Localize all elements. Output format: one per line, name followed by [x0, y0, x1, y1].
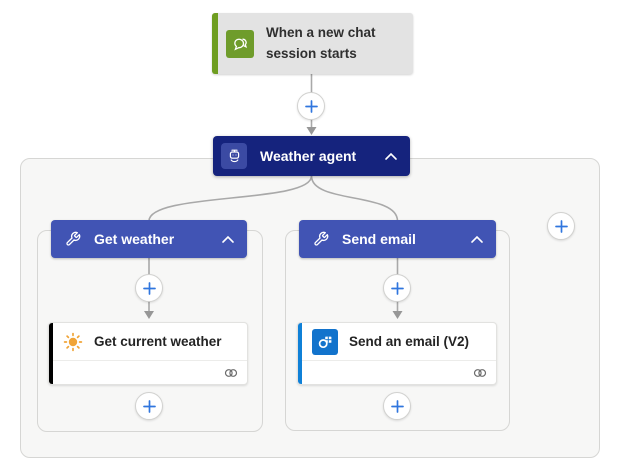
sun-icon [63, 332, 83, 352]
add-icon [390, 281, 404, 295]
add-icon [390, 399, 404, 413]
outlook-icon [312, 328, 338, 355]
action-title: Get current weather [94, 334, 222, 349]
chevron-up-icon[interactable] [384, 152, 398, 161]
add-icon [304, 99, 318, 113]
tool-node-send-email[interactable]: Send email [299, 220, 496, 258]
insert-step-button-get-weather[interactable] [135, 274, 163, 302]
add-icon [554, 219, 568, 233]
card-title-row: Send an email (V2) [298, 323, 496, 360]
trigger-title: When a new chat session starts [266, 24, 376, 61]
wrench-icon [65, 231, 81, 247]
add-tool-button[interactable] [547, 212, 575, 240]
card-footer [49, 360, 247, 384]
card-accent-bar [49, 323, 53, 384]
action-card-send-an-email-v2[interactable]: Send an email (V2) [297, 322, 497, 385]
card-accent-bar [298, 323, 302, 384]
add-action-button-send-email[interactable] [383, 392, 411, 420]
add-action-button-get-weather[interactable] [135, 392, 163, 420]
agent-node[interactable]: Weather agent [213, 136, 410, 176]
chevron-up-icon[interactable] [221, 235, 235, 244]
trigger-node[interactable]: When a new chat session starts [212, 13, 413, 74]
bot-icon [221, 143, 247, 169]
insert-step-button-send-email[interactable] [383, 274, 411, 302]
add-icon [142, 281, 156, 295]
chevron-up-icon[interactable] [470, 235, 484, 244]
tool-node-get-weather[interactable]: Get weather [51, 220, 247, 258]
tool-title: Get weather [94, 231, 175, 247]
add-icon [142, 399, 156, 413]
trigger-accent-bar [212, 13, 218, 74]
insert-step-button-top[interactable] [297, 92, 325, 120]
card-footer [298, 360, 496, 384]
action-title: Send an email (V2) [349, 334, 470, 349]
chat-icon [226, 29, 254, 58]
connection-icon[interactable] [223, 367, 239, 379]
card-title-row: Get current weather [49, 323, 247, 360]
action-card-get-current-weather[interactable]: Get current weather [48, 322, 248, 385]
tool-title: Send email [342, 231, 416, 247]
wrench-icon [313, 231, 329, 247]
connection-icon[interactable] [472, 367, 488, 379]
agent-title: Weather agent [260, 148, 357, 164]
